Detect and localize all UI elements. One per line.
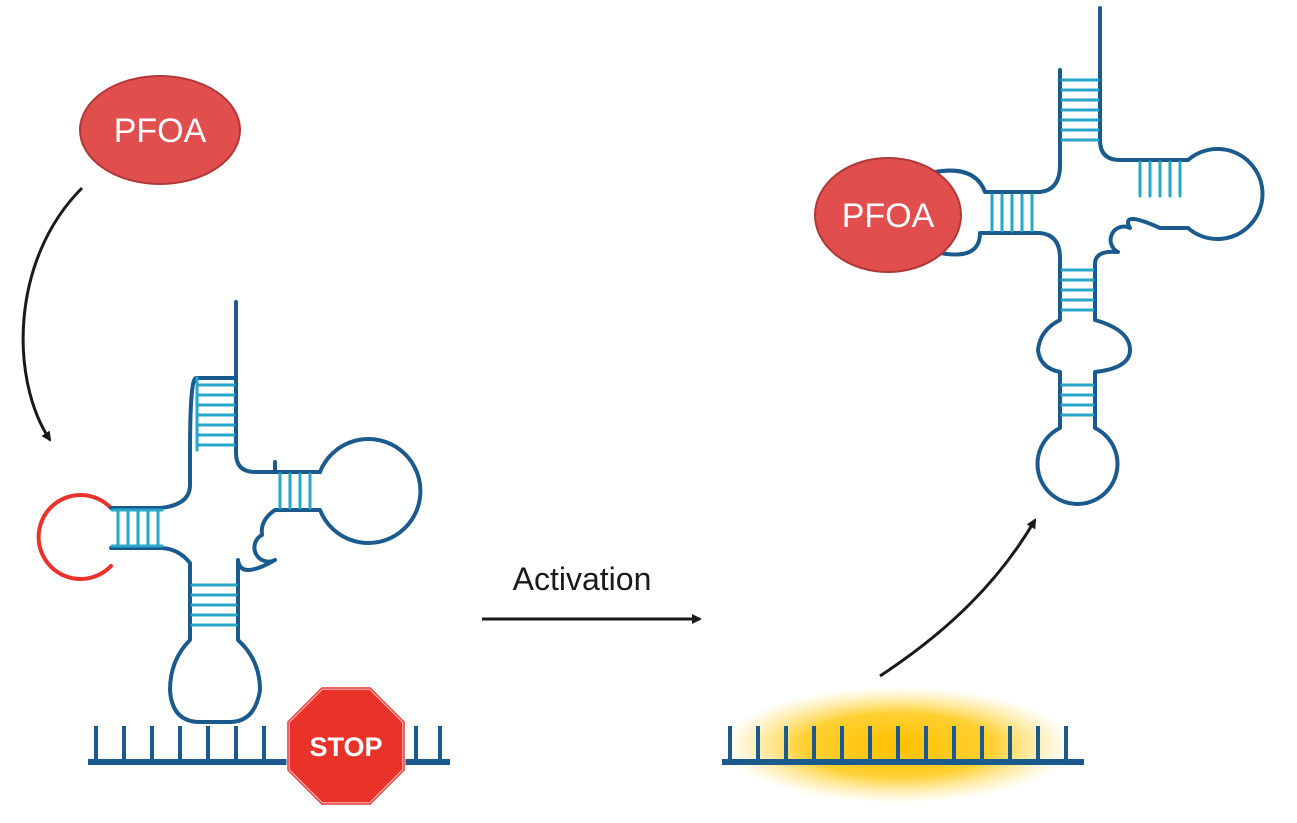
stop-sign: STOP	[286, 686, 406, 806]
release-arrow	[879, 518, 1037, 678]
pfoa-label-right: PFOA	[842, 197, 935, 235]
pfoa-free: PFOA	[79, 75, 241, 185]
aptamer-loop-unbound	[36, 493, 113, 581]
rna-backbone-right	[933, 6, 1265, 506]
binding-arrow	[21, 186, 84, 442]
riboswitch-active	[933, 6, 1265, 506]
stop-label: STOP	[309, 732, 382, 762]
activation-label: Activation	[513, 561, 652, 597]
pfoa-ellipse	[79, 75, 241, 185]
dna-strand-expressed	[722, 726, 1084, 765]
pfoa-label-left: PFOA	[114, 112, 207, 150]
pfoa-ellipse-bound	[814, 157, 962, 273]
rna-backbone-left	[109, 300, 423, 724]
riboswitch-inactive	[36, 300, 423, 724]
pfoa-bound: PFOA	[814, 157, 962, 273]
